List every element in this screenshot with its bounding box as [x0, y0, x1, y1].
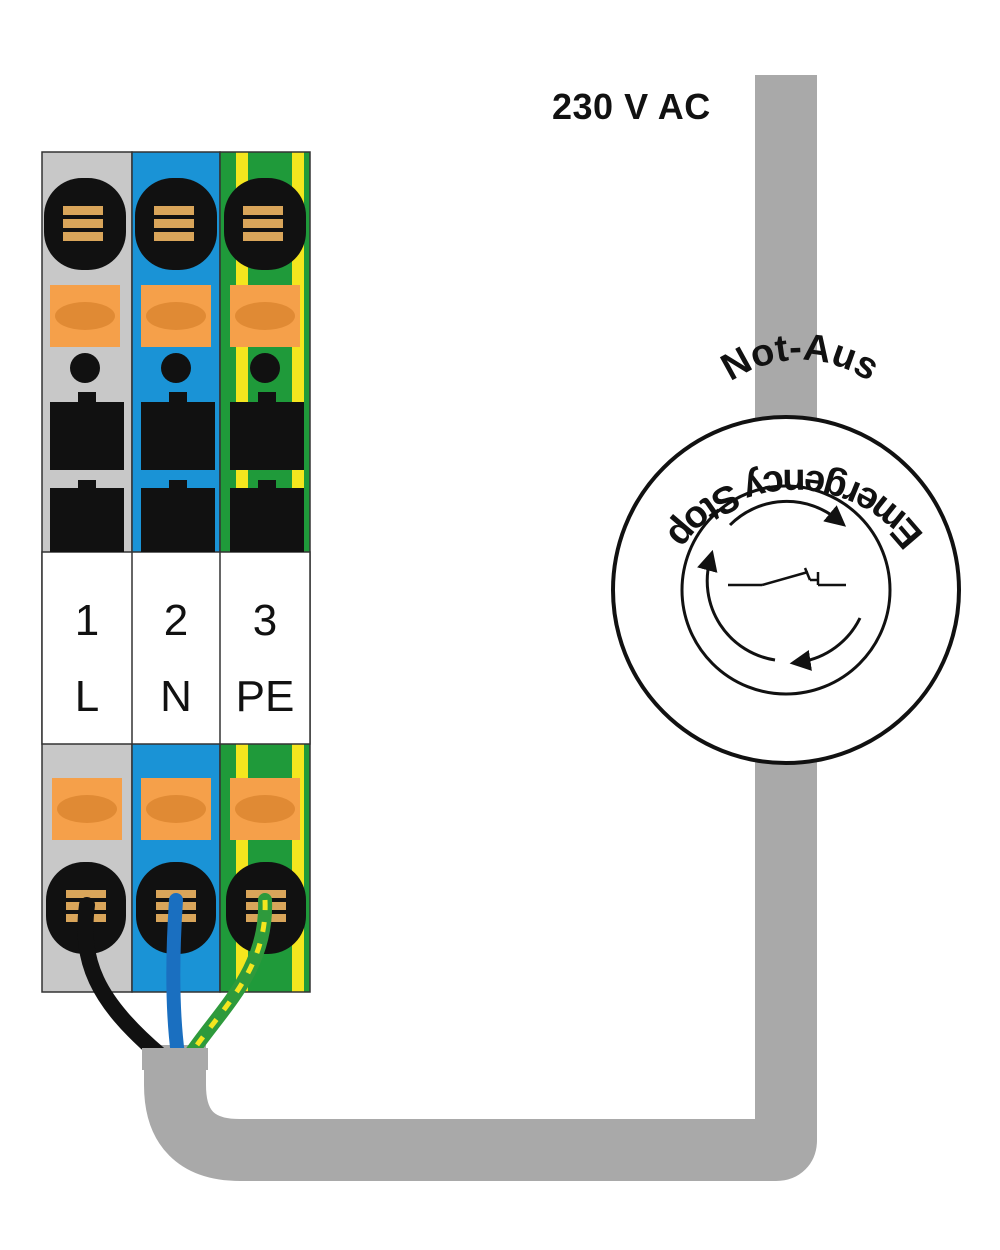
- terminal-3-conductor: PE: [235, 672, 295, 721]
- terminal-3-number: 3: [252, 596, 278, 645]
- supply-voltage-label: 230 V AC: [552, 86, 711, 127]
- terminal-levers-bottom: [52, 778, 300, 840]
- terminal-2-conductor: N: [160, 672, 192, 721]
- terminal-1-number: 1: [74, 596, 100, 645]
- terminal-2-top: [135, 178, 217, 552]
- contact-symbol-icon: [728, 567, 846, 587]
- supply-cable: [144, 75, 817, 1181]
- marker-strip: [41, 551, 311, 745]
- terminal-1-top: [44, 178, 126, 552]
- terminal-1-conductor: L: [74, 672, 100, 721]
- wire-l: [77, 897, 168, 1063]
- terminal-3-top: [224, 178, 306, 552]
- wire-n: [166, 893, 185, 1062]
- emergency-stop-button[interactable]: Not-Aus Emergency Stop: [611, 327, 961, 765]
- terminal-2-number: 2: [163, 596, 189, 645]
- conductors: [77, 893, 273, 1070]
- terminal-strip: [41, 151, 311, 993]
- rotate-release-icon: [697, 499, 862, 671]
